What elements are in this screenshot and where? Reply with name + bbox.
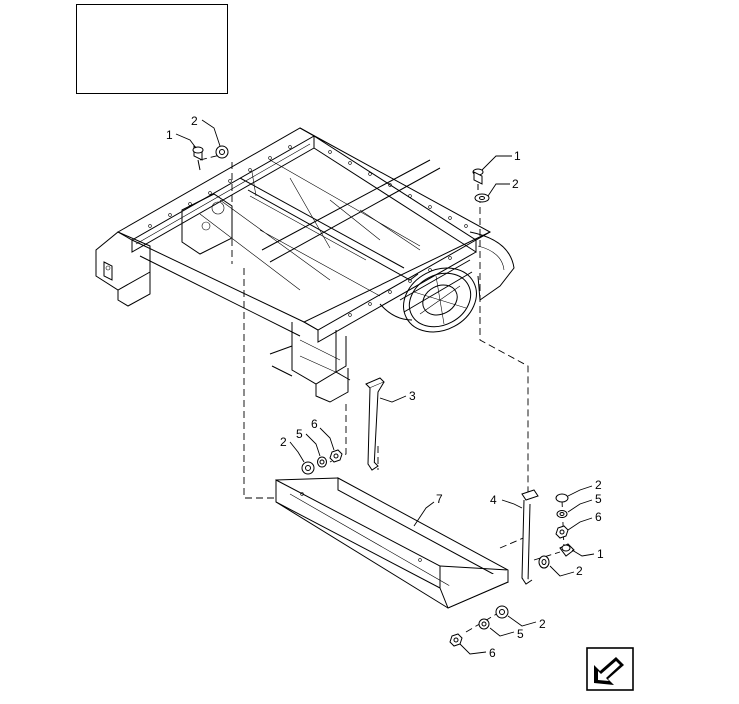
callout-6-mid-left: 6 [311,417,318,431]
callout-1-top-left: 1 [166,128,173,142]
lockwasher-bottom [478,618,490,630]
callout-2-top-right: 2 [512,177,519,191]
callouts: 1 2 1 2 3 2 5 6 7 [166,114,604,660]
lockwasher-right [556,510,568,518]
callout-2-top-left: 2 [191,114,198,128]
callout-2-right-b: 2 [576,564,583,578]
callout-7: 7 [436,492,443,506]
callout-5-bottom: 5 [517,627,524,641]
callout-2-right-a: 2 [595,478,602,492]
bolt-top-left [192,145,204,171]
title-block-box [76,4,228,94]
support-strap-4 [521,489,539,585]
bolt-top-right [472,168,484,190]
callout-5-right: 5 [595,492,602,506]
callout-6-bottom: 6 [489,646,496,660]
support-strap-3 [365,377,385,471]
washer-mid-left [301,461,315,475]
washer-top-right [474,193,490,203]
nut-mid-left [329,449,343,463]
callout-5-mid-left: 5 [296,427,303,441]
nav-arrow-graphic [586,647,634,691]
callout-4: 4 [490,493,497,507]
callout-3: 3 [409,389,416,403]
washer-top-left [215,145,229,159]
callout-1-right: 1 [597,547,604,561]
washer-bottom [495,605,509,619]
hardware [192,145,575,647]
washer-right-b [538,555,550,569]
washer-right-a [555,493,569,503]
callout-6-right: 6 [595,510,602,524]
callout-2-mid-left: 2 [280,435,287,449]
channel-tray-7 [275,477,509,609]
callout-1-top-right: 1 [514,149,521,163]
callout-2-bottom: 2 [539,617,546,631]
nut-right [555,525,569,539]
next-page-arrow-icon[interactable] [586,647,634,691]
frame-assembly [95,127,515,403]
bolt-right [559,543,575,557]
lockwasher-mid-left [317,456,327,468]
